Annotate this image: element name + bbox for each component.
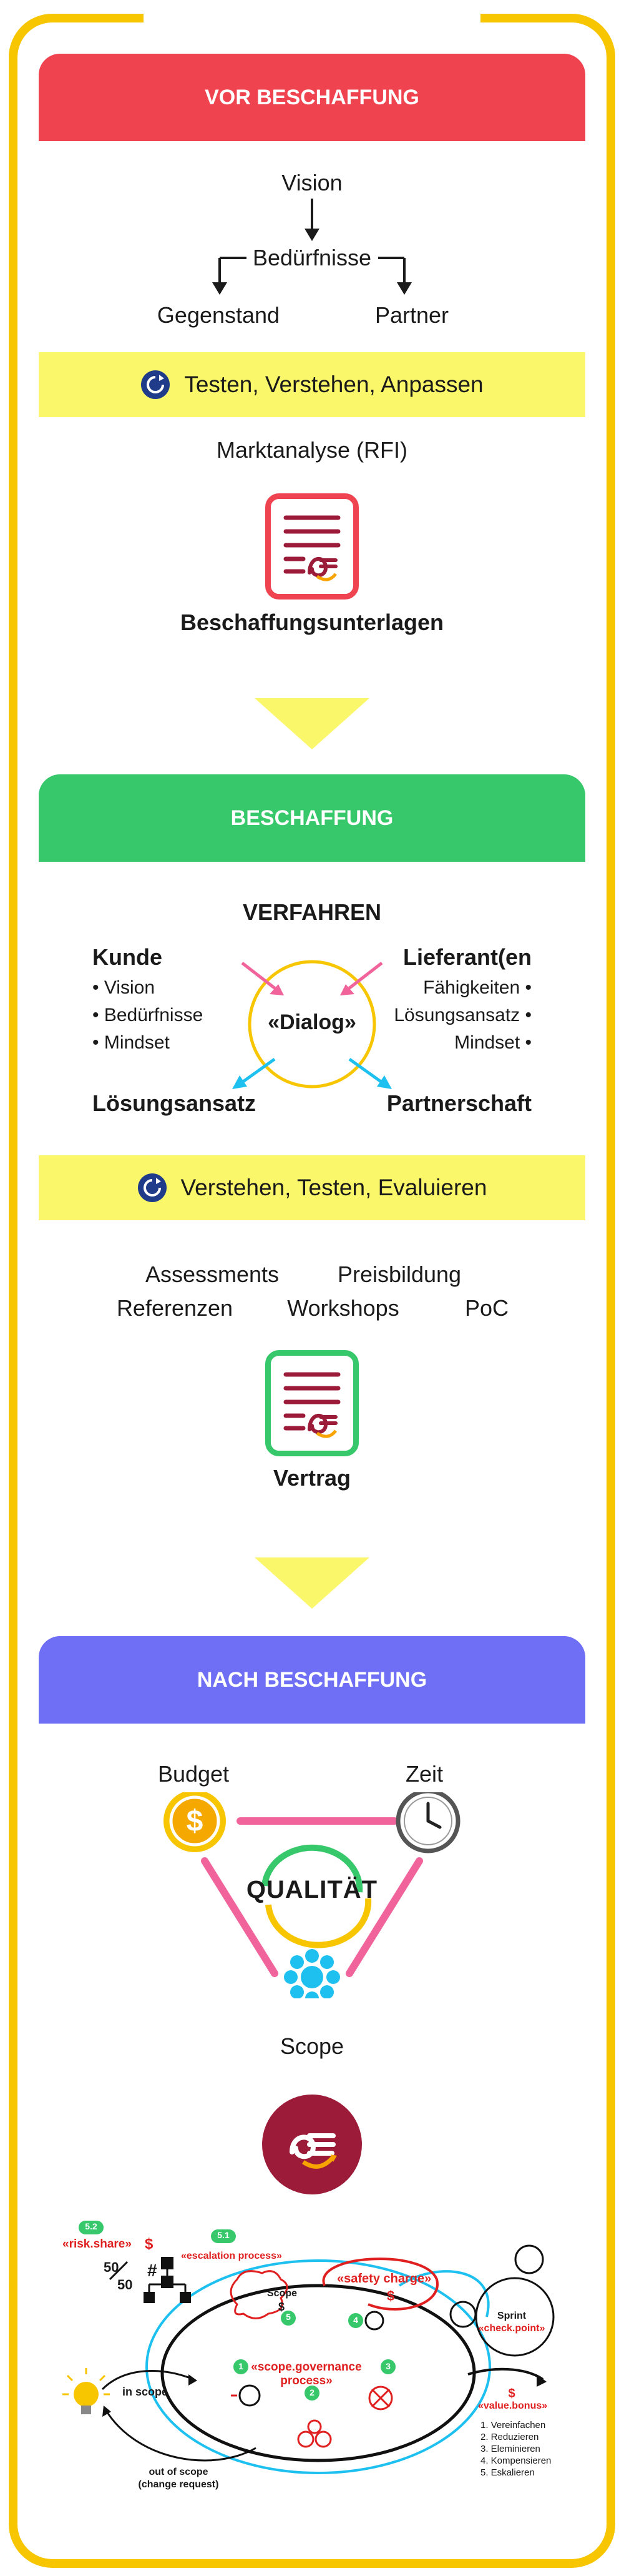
budget-dollar: $ (186, 1805, 203, 1838)
change-request-label: (change request) (138, 2479, 219, 2490)
idea-bulb-icon (62, 2368, 110, 2414)
safety-dollar: $ (387, 2288, 395, 2304)
method-label: VERFAHREN (242, 899, 382, 925)
tool-item: Preisbildung (337, 1261, 462, 1287)
clock-icon (396, 1792, 461, 1853)
checkpoint-label: «check.point» (478, 2323, 545, 2334)
refresh-icon (137, 1173, 167, 1202)
refresh-icon (141, 370, 170, 399)
step-item: 2. Reduzieren (480, 2432, 539, 2442)
supplier-item: Lösungsansatz • (394, 1005, 532, 1025)
step-item: 1. Vereinfachen (480, 2420, 546, 2430)
proc-band-label: Verstehen, Testen, Evaluieren (180, 1175, 487, 1200)
needs-arrows (212, 199, 412, 295)
risk-dollar: $ (145, 2236, 154, 2253)
out-scope-label: out of scope (149, 2467, 208, 2477)
fifty-b: 50 (117, 2277, 133, 2292)
solution-label: Lösungsansatz (92, 1090, 256, 1116)
budget-label: Budget (157, 1761, 230, 1787)
fifty-a: 50 (104, 2259, 119, 2275)
tool-item: Referenzen (116, 1295, 233, 1321)
supplier-label: Lieferant(en (402, 944, 532, 970)
partnership-label: Partnerschaft (386, 1090, 532, 1116)
partner-label: Partner (374, 302, 449, 328)
sprint-label: Sprint (497, 2311, 527, 2321)
section-proc-title: BESCHAFFUNG (39, 774, 585, 862)
customer-item: • Mindset (92, 1032, 170, 1053)
num-badge: 4 (353, 2315, 358, 2325)
value-dollar: $ (508, 2387, 515, 2401)
num-badge: 2 (310, 2387, 314, 2397)
supplier-list: Fähigkeiten • Lösungsansatz • Mindset • (349, 974, 532, 1057)
budget-coin-icon (163, 1792, 226, 1852)
supplier-item: Fähigkeiten • (423, 977, 532, 998)
scope-label: Scope (280, 2033, 344, 2059)
supplier-item: Mindset • (454, 1032, 532, 1053)
customer-list: • Vision • Bedürfnisse • Mindset (92, 974, 203, 1057)
steps-list: 1. Vereinfachen 2. Reduzieren 3. Elemini… (480, 2419, 551, 2479)
proc-band: Verstehen, Testen, Evaluieren (39, 1155, 585, 1220)
tool-item: PoC (464, 1295, 509, 1321)
flow-arrow-1 (255, 698, 369, 749)
customer-item: • Bedürfnisse (92, 1005, 203, 1025)
step-item: 5. Eskalieren (480, 2467, 535, 2478)
section-pre-title: VOR BESCHAFFUNG (39, 54, 585, 141)
scope-small-dollar: $ (278, 2301, 285, 2313)
brand-logo (262, 2095, 362, 2194)
tool-item: Assessments (145, 1261, 280, 1287)
section-post-title: NACH BESCHAFFUNG (39, 1636, 585, 1724)
flow-arrow-2 (255, 1557, 369, 1609)
num-badge: 3 (386, 2361, 391, 2371)
procurement-docs-icon (265, 493, 359, 600)
frame-top-right-segment (480, 14, 568, 22)
safety-charge-label: «safety charge» (337, 2272, 432, 2286)
contract-icon (265, 1350, 359, 1456)
num-badge: 5 (286, 2312, 291, 2322)
step-item: 3. Eleminieren (480, 2444, 540, 2454)
step-item: 4. Kompensieren (480, 2455, 552, 2466)
customer-label: Kunde (92, 944, 162, 970)
customer-item: • Vision (92, 977, 155, 998)
escalation-label: «escalation process» (181, 2251, 282, 2261)
pre-band-label: Testen, Verstehen, Anpassen (184, 372, 484, 397)
contract-label: Vertrag (273, 1465, 351, 1491)
market-analysis-label: Marktanalyse (RFI) (216, 437, 408, 463)
dialog-diagram (232, 960, 392, 1089)
tool-item: Workshops (287, 1295, 399, 1321)
in-scope-label: in scope (122, 2386, 168, 2398)
dialog-label: «Dialog» (268, 1010, 356, 1034)
subject-label: Gegenstand (157, 302, 280, 328)
outer-frame (9, 14, 615, 2568)
quality-ring-icon (261, 1844, 372, 1948)
num-badge: 1 (238, 2361, 243, 2371)
vision-label: Vision (281, 170, 343, 195)
procurement-docs-label: Beschaffungsunterlagen (180, 609, 444, 635)
risk-badge: 5.2 (85, 2221, 97, 2231)
needs-label: Bedürfnisse (252, 245, 372, 270)
pre-band: Testen, Verstehen, Anpassen (39, 352, 585, 417)
triangle-diagram (163, 1792, 461, 1998)
risk-share-label: «risk.share» (62, 2238, 132, 2251)
time-label: Zeit (405, 1761, 443, 1787)
hash-symbol: # (147, 2261, 157, 2280)
scope-small-label: Scope (267, 2288, 298, 2299)
value-bonus-label: «value.bonus» (478, 2401, 548, 2411)
governance-diagram (62, 2221, 555, 2474)
quality-label: QUALITÄT (246, 1876, 378, 1903)
governance-label: «scope.governance process» (251, 2361, 362, 2387)
frame-top-left-segment (56, 14, 144, 22)
escalation-badge: 5.1 (217, 2230, 230, 2240)
scope-flower-icon (284, 1949, 340, 1998)
